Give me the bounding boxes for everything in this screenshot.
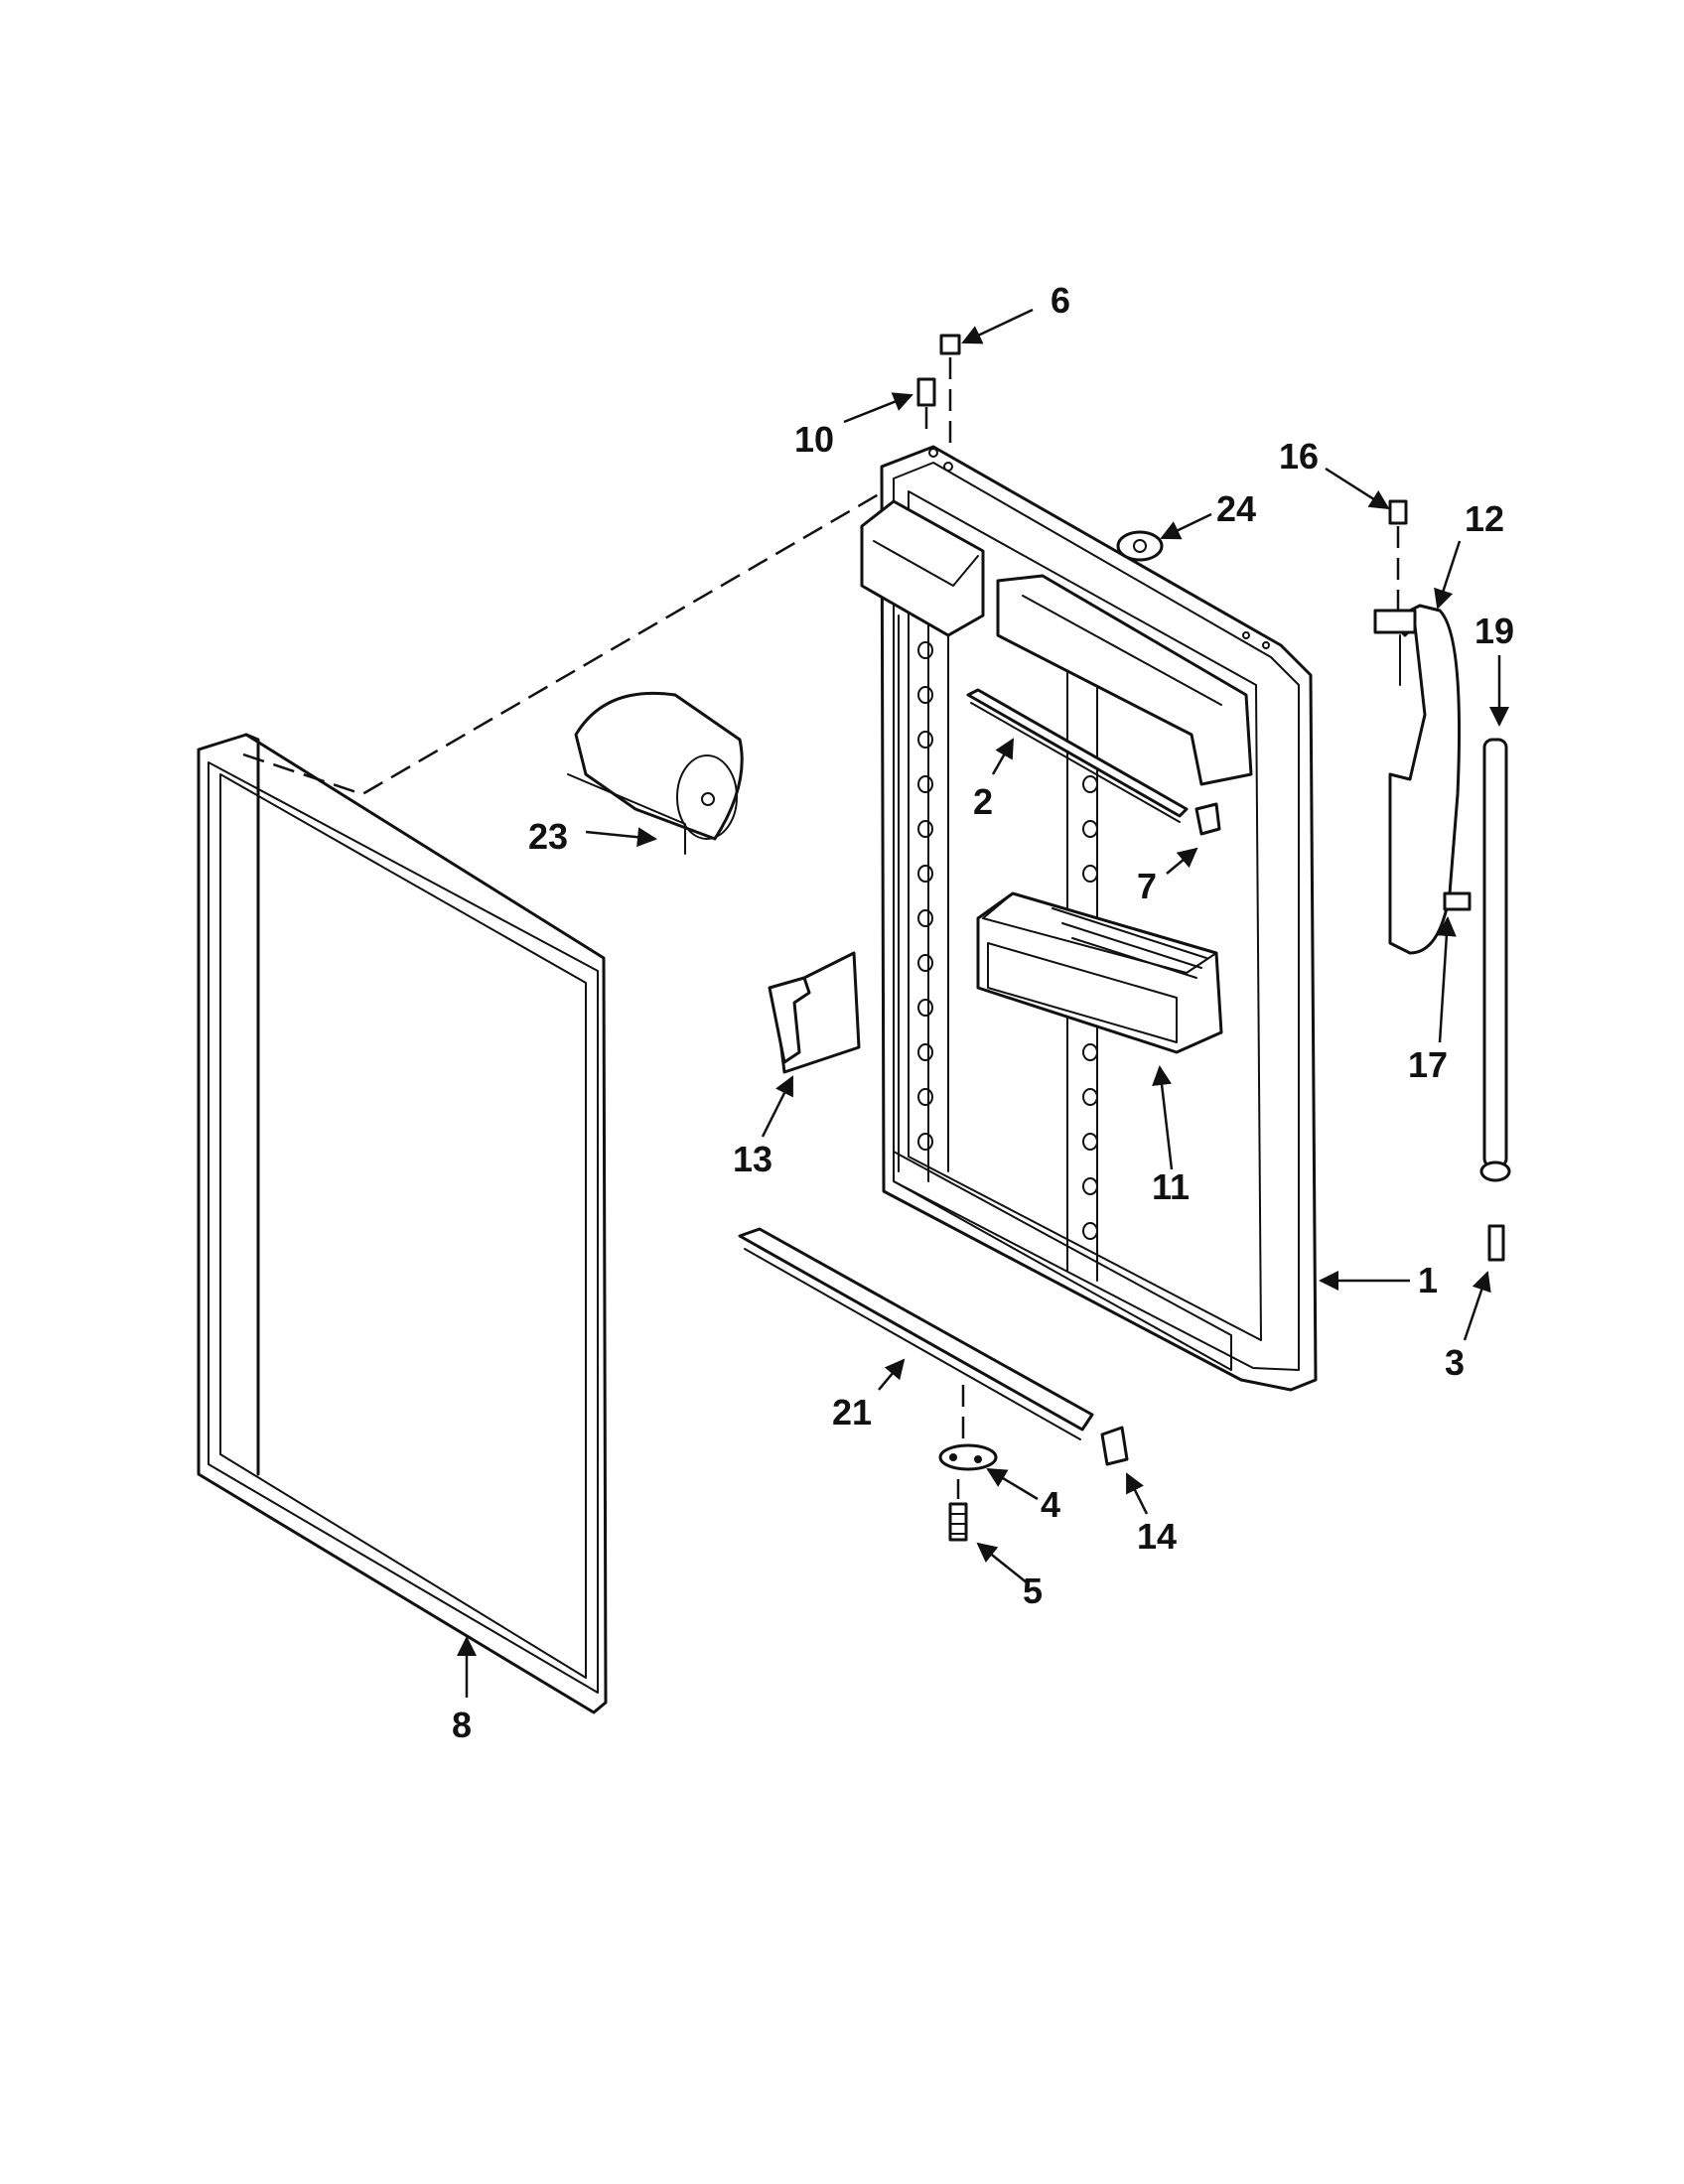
- callout-arrows: [457, 308, 1509, 1698]
- callout-4: 4: [1041, 1484, 1060, 1525]
- callout-21: 21: [832, 1392, 872, 1433]
- callout-11: 11: [1152, 1166, 1190, 1207]
- callout-6: 6: [1051, 280, 1070, 321]
- callout-14: 14: [1137, 1516, 1177, 1557]
- callout-3: 3: [1445, 1342, 1465, 1383]
- bottom-hinge: [938, 1385, 998, 1542]
- callout-5: 5: [1023, 1570, 1043, 1611]
- callout-23: 23: [528, 816, 568, 857]
- dairy-cover: [567, 691, 744, 855]
- callout-labels: 6 10 16 24 12 19 2 23 7 17 11 13 1 3 21 …: [452, 280, 1514, 1745]
- gasket-leader-line: [242, 489, 885, 796]
- callout-13: 13: [733, 1139, 772, 1179]
- callout-1: 1: [1418, 1260, 1438, 1300]
- plug-24: [1116, 530, 1164, 562]
- bin-bracket: [768, 951, 861, 1074]
- end-cap-7: [1194, 802, 1221, 836]
- callout-24: 24: [1216, 488, 1256, 529]
- callout-10: 10: [794, 419, 834, 460]
- callout-12: 12: [1465, 498, 1504, 539]
- callout-19: 19: [1474, 611, 1514, 651]
- handle-trim-rod: [1479, 738, 1511, 1262]
- callout-7: 7: [1137, 866, 1157, 906]
- retainer-bar: [966, 688, 1189, 823]
- bottom-trim: [738, 1227, 1094, 1440]
- callout-17: 17: [1408, 1044, 1448, 1085]
- door-shelf-bin: [976, 891, 1223, 1054]
- door-gasket: [197, 733, 608, 1714]
- callout-8: 8: [452, 1705, 472, 1745]
- top-hinge-screw: [916, 334, 961, 447]
- callout-2: 2: [973, 781, 993, 822]
- door-handle: [1373, 499, 1472, 955]
- shelf-peg-holes: [917, 641, 1098, 1240]
- callout-16: 16: [1279, 436, 1319, 477]
- end-cap-14: [1100, 1426, 1129, 1466]
